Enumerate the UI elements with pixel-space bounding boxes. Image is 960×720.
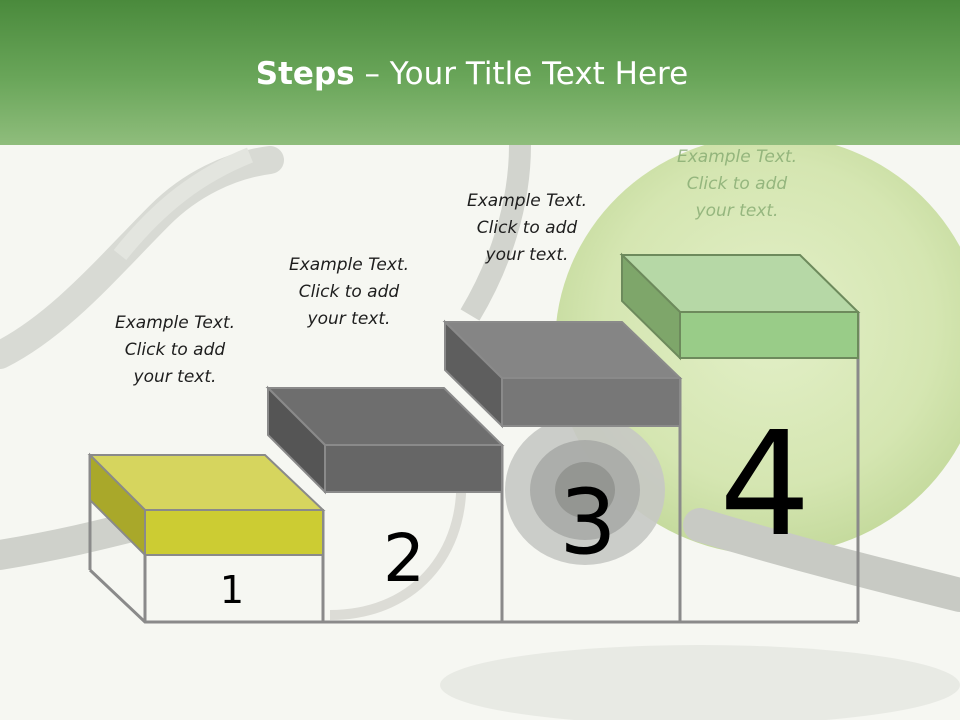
step-caption-3[interactable]: Example Text. Click to add your text. (466, 191, 588, 265)
step-block-3[interactable] (442, 319, 683, 429)
step-number-1: 1 (219, 568, 245, 612)
slide-title[interactable]: Steps – Your Title Text Here (255, 56, 689, 92)
step-number-4: 4 (719, 400, 811, 568)
step-caption-1[interactable]: Example Text. Click to add your text. (114, 313, 236, 387)
title-bar: Steps – Your Title Text Here (0, 0, 960, 145)
step-caption-4[interactable]: Example Text. Click to add your text. (676, 147, 798, 221)
step-block-4[interactable] (619, 252, 861, 361)
step-number-2: 2 (383, 520, 425, 597)
step-number-3: 3 (559, 470, 617, 575)
step-block-1[interactable] (87, 452, 326, 558)
step-block-2[interactable] (265, 385, 505, 495)
step-caption-2[interactable]: Example Text. Click to add your text. (288, 255, 410, 329)
